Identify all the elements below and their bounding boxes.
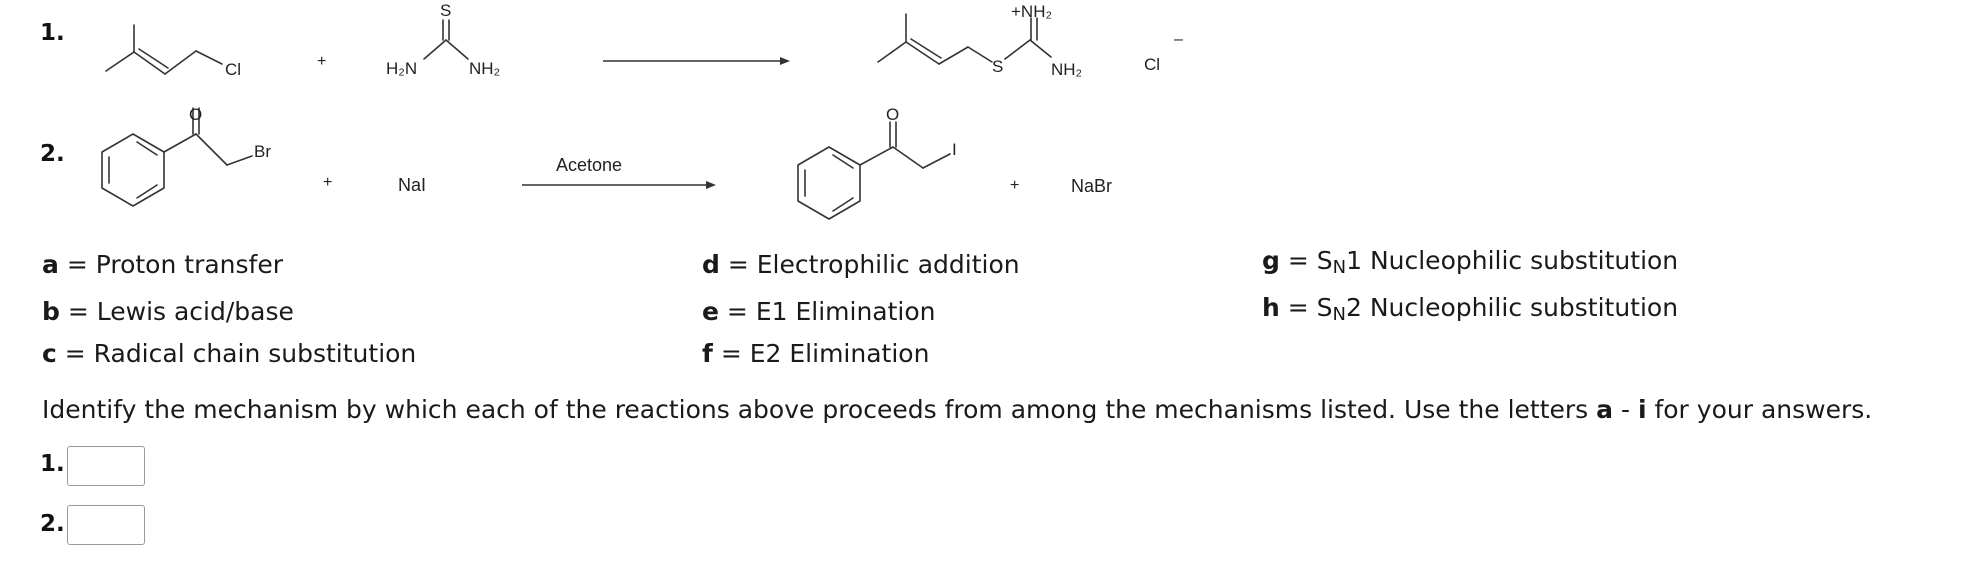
reaction-1-number: 1. (40, 20, 65, 46)
product-sulfur-label: S (992, 57, 1003, 76)
thiourea-s-label: S (440, 1, 451, 20)
thiourea-left-amine: H₂N (386, 59, 417, 78)
product-amine-label: NH₂ (1051, 60, 1082, 79)
mechanism-option-a: a = Proton transfer (42, 250, 283, 279)
answer-1-input[interactable] (67, 446, 145, 486)
product-oxygen-label: O (886, 105, 899, 124)
product-iminium-label: +NH₂ (1011, 2, 1052, 21)
mechanism-option-g: g = SN1 Nucleophilic substitution (1262, 246, 1679, 278)
counterion-charge: – (1174, 31, 1183, 48)
mechanism-option-h: h = SN2 Nucleophilic substitution (1262, 293, 1679, 325)
iodide-label: I (952, 140, 957, 159)
thiourea-structure (423, 19, 469, 60)
thiourea-right-amine: NH₂ (469, 59, 500, 78)
solvent-condition: Acetone (556, 155, 622, 175)
mechanism-option-c: c = Radical chain substitution (42, 339, 417, 368)
prenyl-chloride-structure (105, 24, 223, 75)
bromide-label: Br (254, 142, 271, 161)
phenacyl-iodide-structure (797, 121, 951, 220)
phenacyl-bromide-structure (101, 107, 253, 207)
sodium-iodide-label: NaI (398, 175, 426, 195)
instructions-text: Identify the mechanism by which each of … (42, 395, 1873, 424)
sodium-bromide-label: NaBr (1071, 176, 1112, 196)
chloride-label: Cl (225, 60, 241, 79)
mechanism-option-e: e = E1 Elimination (702, 297, 936, 326)
answer-2-label: 2. (40, 511, 65, 537)
answer-1-label: 1. (40, 451, 65, 477)
counterion-chloride: Cl (1144, 55, 1160, 74)
plus-sign: + (1010, 177, 1019, 194)
reaction-2-number: 2. (40, 141, 65, 167)
plus-sign: + (317, 53, 326, 70)
isothiouronium-product-structure (877, 13, 1052, 65)
answer-2-input[interactable] (67, 505, 145, 545)
plus-sign: + (323, 174, 332, 191)
mechanism-option-f: f = E2 Elimination (702, 339, 930, 368)
ketone-oxygen-label: O (189, 105, 202, 124)
mechanism-option-d: d = Electrophilic addition (702, 250, 1020, 279)
mechanism-option-b: b = Lewis acid/base (42, 297, 294, 326)
